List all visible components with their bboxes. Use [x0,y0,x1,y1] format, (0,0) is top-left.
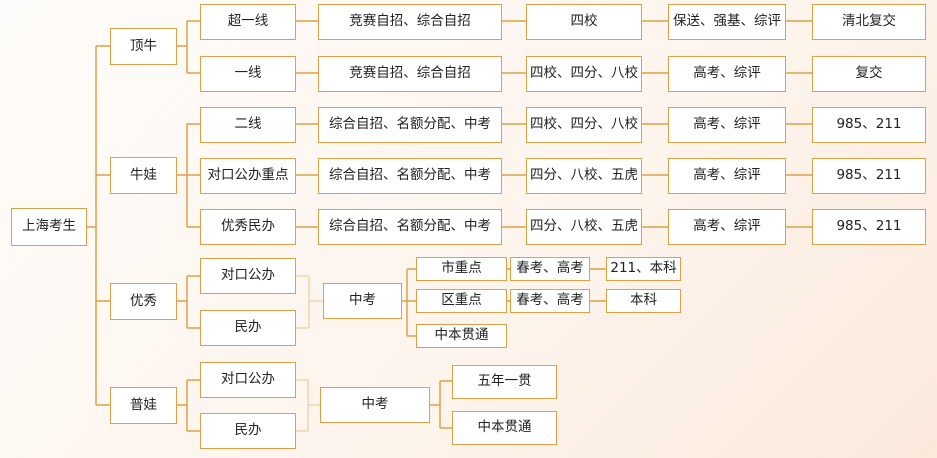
niuwa-admission-1: 综合自招、名额分配、中考 [318,107,502,143]
puwa-path-integrated: 中本贯通 [452,411,557,445]
niuwa-tier-3: 优秀民办 [200,209,296,245]
puwa-school-public: 对口公办 [200,362,296,398]
youxiu-path-city-key: 市重点 [416,257,507,281]
puwa-path-five-year: 五年一贯 [452,365,557,399]
youxiu-path-district-key: 区重点 [416,289,507,313]
youxiu-school-private: 民办 [200,310,296,346]
youxiu-exam: 中考 [323,283,402,319]
category-youxiu: 优秀 [110,283,177,320]
niuwa-route-3: 高考、综评 [668,209,786,245]
dingniu-school-2: 四校、四分、八校 [526,56,642,92]
youxiu-path-integrated: 中本贯通 [416,324,507,348]
youxiu-target-district-key: 本科 [606,289,681,313]
niuwa-school-1: 四校、四分、八校 [526,107,642,143]
dingniu-route-1: 保送、强基、综评 [668,4,786,40]
niuwa-route-2: 高考、综评 [668,158,786,194]
dingniu-admission-2: 竞赛自招、综合自招 [318,56,502,92]
category-niuwa: 牛娃 [110,157,177,194]
niuwa-school-2: 四分、八校、五虎 [526,158,642,194]
niuwa-route-1: 高考、综评 [668,107,786,143]
puwa-exam: 中考 [320,387,430,423]
puwa-school-private: 民办 [200,413,296,449]
niuwa-tier-1: 二线 [200,107,296,143]
niuwa-target-2: 985、211 [812,158,926,194]
niuwa-school-3: 四分、八校、五虎 [526,209,642,245]
dingniu-admission-1: 竞赛自招、综合自招 [318,4,502,40]
dingniu-route-2: 高考、综评 [668,56,786,92]
category-puwa: 普娃 [110,387,177,424]
niuwa-target-1: 985、211 [812,107,926,143]
youxiu-exam-district-key: 春考、高考 [510,289,590,313]
root-node: 上海考生 [11,208,87,246]
youxiu-exam-city-key: 春考、高考 [510,257,590,281]
dingniu-school-1: 四校 [526,4,642,40]
dingniu-tier-1: 超一线 [200,4,296,40]
youxiu-target-city-key: 211、本科 [606,257,681,281]
niuwa-admission-2: 综合自招、名额分配、中考 [318,158,502,194]
niuwa-tier-2: 对口公办重点 [200,158,296,194]
dingniu-target-2: 复交 [812,56,926,92]
niuwa-admission-3: 综合自招、名额分配、中考 [318,209,502,245]
category-dingniu: 顶牛 [110,28,177,65]
youxiu-school-public: 对口公办 [200,258,296,294]
dingniu-tier-2: 一线 [200,56,296,92]
niuwa-target-3: 985、211 [812,209,926,245]
dingniu-target-1: 清北复交 [812,4,926,40]
